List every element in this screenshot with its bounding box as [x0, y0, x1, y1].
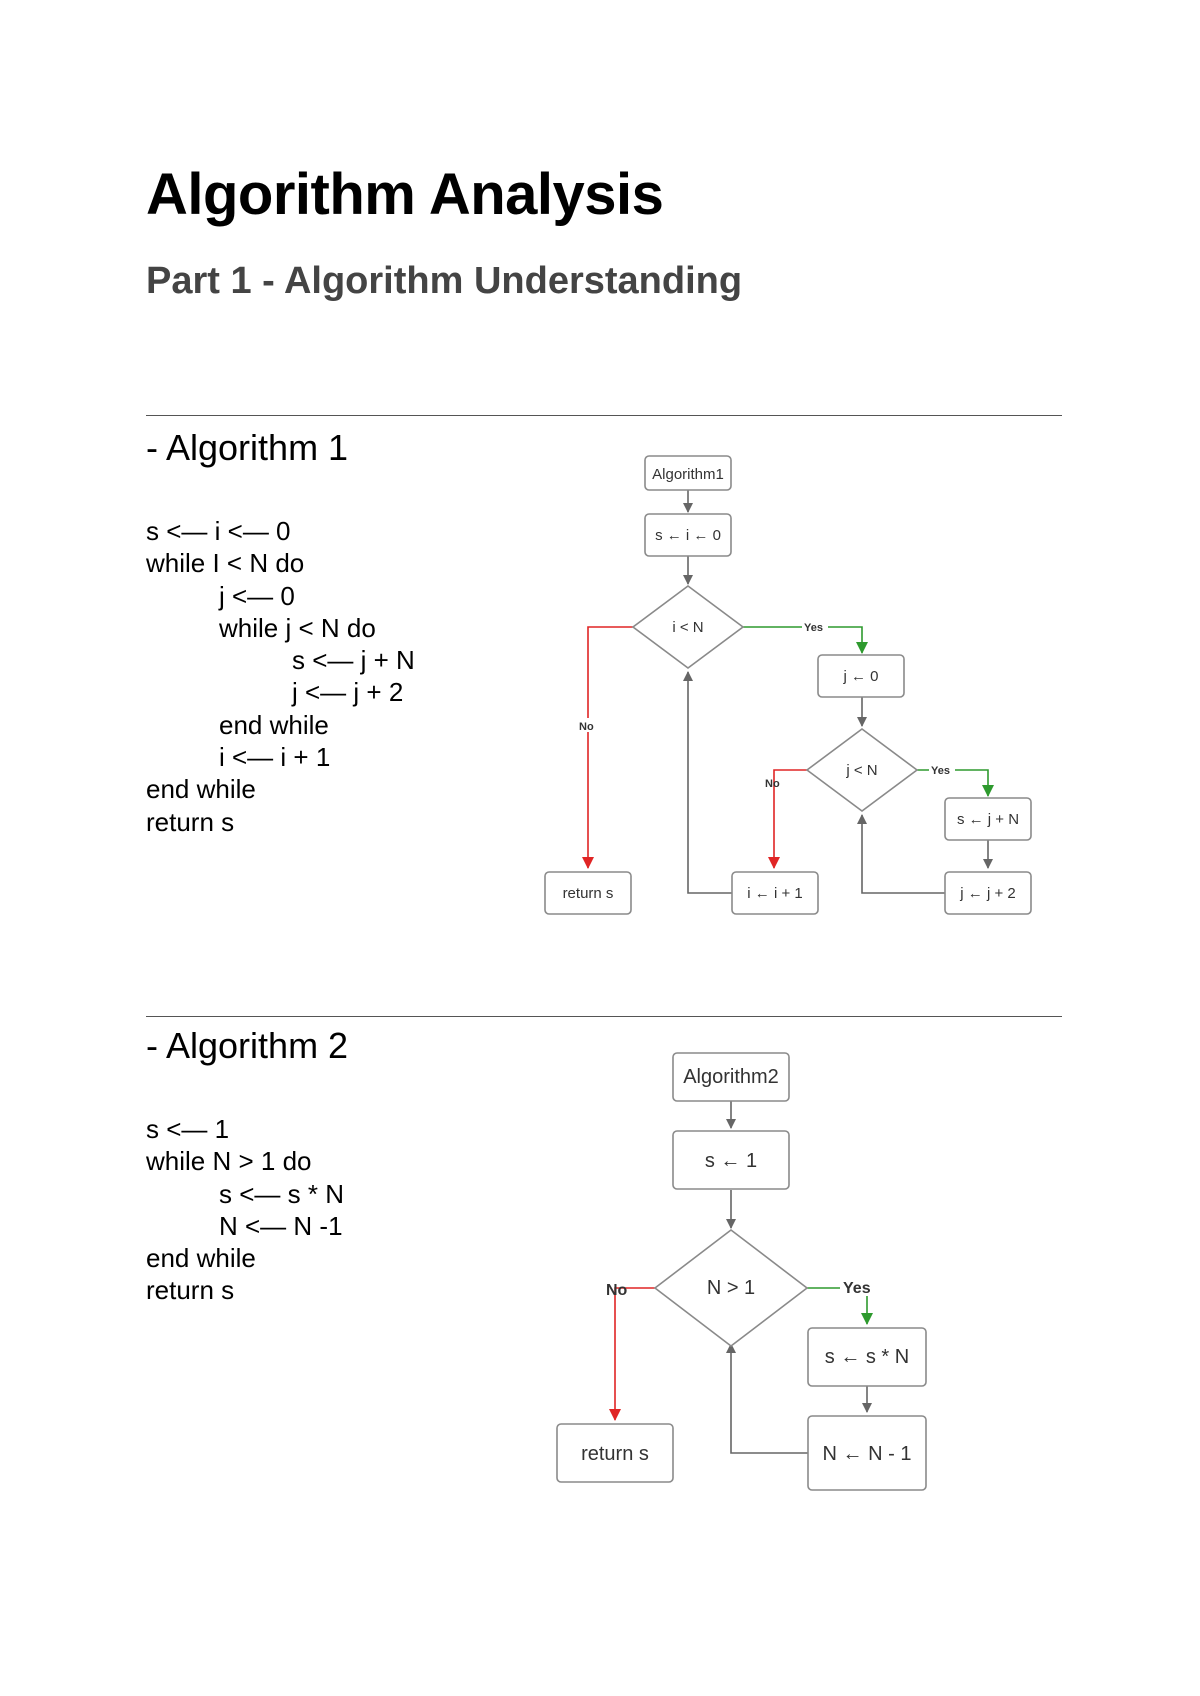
i-update-node-label: i ← i + 1: [747, 885, 802, 902]
code-line: j <— j + 2: [292, 677, 404, 708]
start-node: [644, 455, 732, 491]
no-label: No: [606, 1282, 628, 1299]
no-label: No: [765, 778, 780, 790]
code-line: s <— j + N: [292, 645, 415, 676]
code-line: return s: [146, 806, 235, 837]
algorithm1-nodes: Algorithm1 s ← i ← 0 i < N j ← 0 j < N s…: [544, 455, 1032, 915]
n-update-node: [807, 1415, 927, 1491]
code-line: while N > 1 do: [146, 1146, 312, 1177]
label-backdrop: [929, 763, 955, 777]
no-edge: [582, 626, 633, 869]
n-update-node-label: N ← N - 1: [823, 1443, 912, 1465]
start-node: [672, 1052, 790, 1102]
init-node: [672, 1130, 790, 1190]
code-line: s <— i <— 0: [146, 516, 291, 546]
label-backdrop: [840, 1276, 878, 1296]
code-line: s <— s * N: [219, 1178, 344, 1209]
code-line: return s: [146, 1275, 235, 1306]
yes-label: Yes: [843, 1280, 871, 1297]
code-line: while j < N do: [219, 612, 376, 643]
loop-edge: [683, 671, 732, 894]
algorithm2-nodes: Algorithm2 s ← 1 N > 1 s ← s * N N ← N -…: [556, 1052, 927, 1491]
start-node-label: Algorithm1: [652, 466, 724, 483]
code-line: end while: [219, 709, 329, 740]
yes-edge: [743, 626, 868, 654]
return-node: [556, 1423, 674, 1483]
algorithm1-pseudocode: s <— i <— 0 while I < N do j <— 0 while …: [146, 515, 415, 838]
yes-label: Yes: [931, 765, 950, 777]
no-edge: [768, 769, 807, 869]
return-node-label: return s: [563, 885, 614, 902]
inner-condition-node: [805, 728, 919, 812]
i-update-node: [731, 871, 819, 915]
j-update-node-label: j ← j + 2: [959, 885, 1015, 902]
start-node-label: Algorithm2: [683, 1066, 779, 1088]
yes-label: Yes: [804, 622, 823, 634]
init-node: [644, 513, 732, 557]
code-line: end while: [146, 774, 256, 805]
code-line: s <— 1: [146, 1114, 230, 1144]
code-line: while I < N do: [146, 548, 305, 579]
condition-node-label: i < N: [672, 619, 703, 636]
no-label: No: [579, 721, 594, 733]
no-edge: [609, 1287, 655, 1421]
inner-condition-node-label: j < N: [845, 762, 877, 779]
s-update-node-label: s ← s * N: [825, 1346, 909, 1368]
code-line: N <— N -1: [219, 1210, 343, 1241]
loop-edge: [726, 1343, 808, 1454]
s-update-node-label: s ← j + N: [957, 811, 1019, 828]
algorithm2-heading: - Algorithm 2: [146, 1025, 349, 1066]
algorithm1-heading: - Algorithm 1: [146, 427, 349, 468]
init-node-label: s ← i ← 0: [655, 527, 721, 544]
j-update-node: [944, 871, 1032, 915]
return-node: [544, 871, 632, 915]
loop-edge: [857, 814, 945, 894]
code-line: i <— i + 1: [219, 742, 331, 773]
code-line: end while: [146, 1243, 256, 1274]
page-title: Algorithm Analysis: [146, 162, 664, 227]
page-subtitle: Part 1 - Algorithm Understanding: [146, 260, 743, 302]
algorithm2-edges: [609, 1101, 873, 1454]
label-backdrop: [802, 619, 828, 633]
section-divider: [146, 1016, 1062, 1017]
algorithm2-pseudocode: s <— 1 while N > 1 do s <— s * N N <— N …: [146, 1113, 344, 1307]
s-update-node: [807, 1327, 927, 1387]
j-init-node-label: j ← 0: [842, 668, 878, 685]
j-init-node: [817, 654, 905, 698]
s-update-node: [944, 797, 1032, 841]
condition-node: [631, 585, 745, 669]
init-node-label: s ← 1: [705, 1150, 757, 1172]
section-divider: [146, 415, 1062, 416]
return-node-label: return s: [581, 1443, 649, 1465]
condition-node-label: N > 1: [707, 1277, 755, 1299]
condition-node: [653, 1228, 809, 1348]
code-line: j <— 0: [219, 580, 295, 611]
label-backdrop: [576, 718, 600, 732]
